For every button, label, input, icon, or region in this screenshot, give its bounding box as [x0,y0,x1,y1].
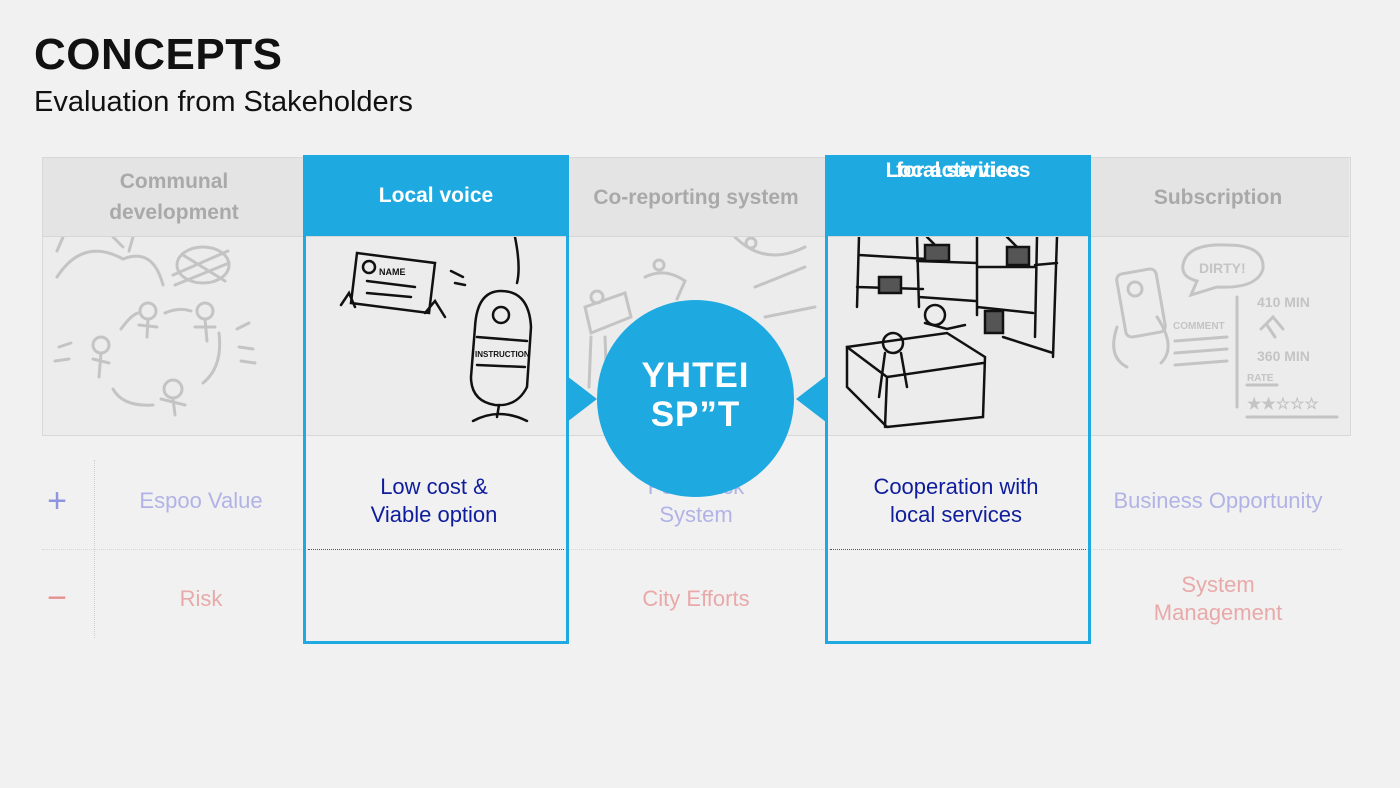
column-title-co-reporting: Co-reporting system [565,158,827,236]
cell-subscription-minus: System Management [1087,571,1349,627]
yhteispot-logo-circle [597,300,794,497]
column-title-subscription: Subscription [1087,158,1349,236]
communal-development-sketch [53,237,257,417]
cell-line: Business Opportunity [1113,488,1323,513]
cell-line: City Efforts [642,586,750,611]
plus-icon: + [47,482,67,520]
local-services-sketch [845,237,1059,429]
arrow-left-icon [796,376,826,422]
arrow-right-icon [567,376,597,422]
minus-icon: − [47,579,67,617]
column-title-communal-development: Communal development [43,158,305,236]
sketch-dirty-label: DIRTY! [1199,260,1246,276]
yhteispot-logo: YHTEI SP”T [597,356,794,434]
local-voice-highlight-frame [303,155,569,644]
cell-local-services-plus: Cooperation with local services [825,473,1087,529]
cell-line: Cooperation with [873,474,1039,499]
row-label-espoo-value: Espoo Value [139,488,263,513]
local-services-highlight-frame [825,155,1091,644]
column-title-line: Co-reporting system [593,185,799,209]
co-reporting-sketch [583,237,817,389]
page-title: CONCEPTS [34,30,283,79]
column-title-line: Local voice [378,184,494,207]
column-title-line: development [109,201,239,224]
cell-local-voice-plus: Low cost & Viable option [303,473,565,529]
row-label-risk: Risk [179,586,223,611]
cell-co-reporting-minus: City Efforts [565,585,827,613]
cell-line: Viable option [370,502,498,527]
column-title-local-voice: Local voice [303,155,569,236]
column-title-line: for activities [896,159,1020,182]
cell-line: System [659,502,733,527]
cell-line: System [1181,572,1255,597]
logo-line: YHTEI [641,356,750,395]
column-title-line: Communal [119,170,229,193]
row-divider-local-voice [308,549,564,550]
sketch-comment-label: COMMENT [1173,321,1225,332]
concept-header-strip [43,158,1349,237]
cell-line: local services [889,502,1023,527]
sketch-rate-label: RATE [1247,373,1274,384]
sketch-time1-label: 410 MIN [1257,294,1310,310]
sketch-time2-label: 360 MIN [1257,348,1310,364]
page-subtitle: Evaluation from Stakeholders [34,86,413,118]
logo-line: SP”T [650,395,741,434]
cell-line: Management [1153,600,1283,625]
cell-line: Low cost & [380,474,488,499]
local-voice-sketch: NAME INSTRUCTION [339,237,533,423]
column-title-line: Subscription [1153,185,1283,209]
row-divider-local-services [830,549,1086,550]
sketch-name-label: NAME [379,267,406,277]
cell-subscription-plus: Business Opportunity [1087,487,1349,515]
column-title-line: Local services [885,159,1031,182]
subscription-sketch: DIRTY! COMMENT RATE 410 MIN 360 MIN ★★☆☆… [1112,243,1339,419]
sketch-stars: ★★☆☆☆ [1247,396,1319,413]
row-divider [42,549,1342,550]
sketch-instruction-label: INSTRUCTION [475,350,530,359]
